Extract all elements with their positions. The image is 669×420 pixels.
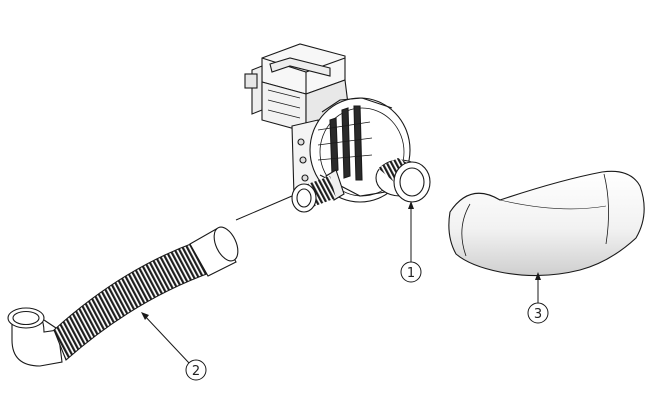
callout-circle-2 xyxy=(185,359,207,381)
callout-3: 3 xyxy=(527,272,549,324)
callout-number-1: 1 xyxy=(407,266,415,281)
callout-circle-3 xyxy=(527,302,549,324)
callout-number-2: 2 xyxy=(192,364,200,379)
callout-circle-1 xyxy=(400,261,422,283)
elbow-hose-icon xyxy=(448,170,645,277)
callout-2: 2 xyxy=(141,312,207,381)
connection-line xyxy=(235,195,293,221)
pump-icon xyxy=(244,43,431,213)
callout-1: 1 xyxy=(400,201,422,283)
callout-number-3: 3 xyxy=(534,307,542,322)
arrowhead-3 xyxy=(535,272,541,280)
arrowhead-1 xyxy=(408,201,414,209)
arrowhead-2 xyxy=(141,312,149,320)
leader-line-2 xyxy=(142,313,190,364)
corrugated-hose-icon xyxy=(7,226,239,367)
